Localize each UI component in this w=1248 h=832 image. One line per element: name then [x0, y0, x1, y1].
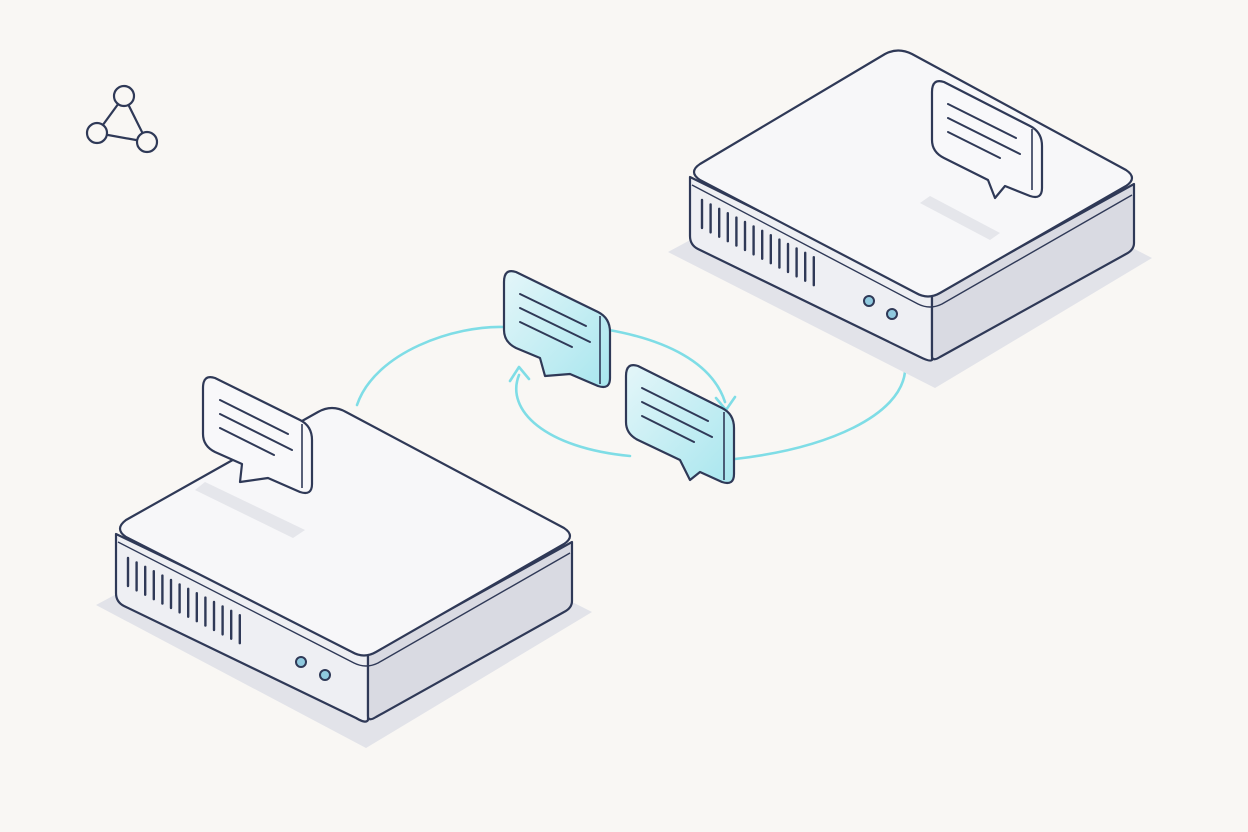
chat-bubble-icon [624, 364, 736, 485]
left-server-leds [295, 656, 331, 681]
network-nodes-icon [85, 84, 159, 154]
left-server-side [366, 540, 574, 721]
in-transit-message-upper [502, 270, 612, 389]
status-led [319, 669, 331, 681]
left-server-front [114, 532, 370, 723]
text-line [219, 413, 293, 451]
text-line [641, 401, 713, 438]
text-line [641, 415, 695, 443]
arrowhead-up [508, 365, 531, 383]
text-line [219, 399, 289, 435]
text-line [519, 307, 591, 343]
left-server-vents [126, 556, 242, 645]
left-server [96, 406, 592, 748]
right-server-top [692, 49, 1134, 298]
text-line [219, 427, 275, 456]
exchange-flow-path [355, 325, 907, 461]
right-server-vents [700, 198, 815, 287]
text-line [947, 103, 1017, 139]
right-server-side [930, 182, 1136, 361]
right-bubble-shadow [920, 196, 1000, 240]
text-line [519, 321, 573, 348]
right-server-leds [863, 295, 898, 320]
left-server-message [195, 376, 314, 538]
text-line [519, 293, 587, 327]
status-led [863, 295, 875, 307]
left-bubble-shadow [195, 482, 305, 538]
status-led [886, 308, 898, 320]
flow-arc-lower-right [733, 370, 907, 461]
status-led [295, 656, 307, 668]
flow-arc-lower-left [514, 373, 632, 458]
flow-arc-upper-right [607, 328, 727, 404]
right-server-message [920, 80, 1044, 240]
right-server [668, 49, 1152, 388]
text-line [947, 117, 1021, 155]
in-transit-message-lower [624, 364, 736, 485]
left-server-top [118, 406, 572, 657]
flow-arc-upper-left [355, 325, 507, 407]
right-server-front [688, 175, 934, 362]
text-line [641, 387, 709, 422]
text-line [947, 131, 1001, 159]
